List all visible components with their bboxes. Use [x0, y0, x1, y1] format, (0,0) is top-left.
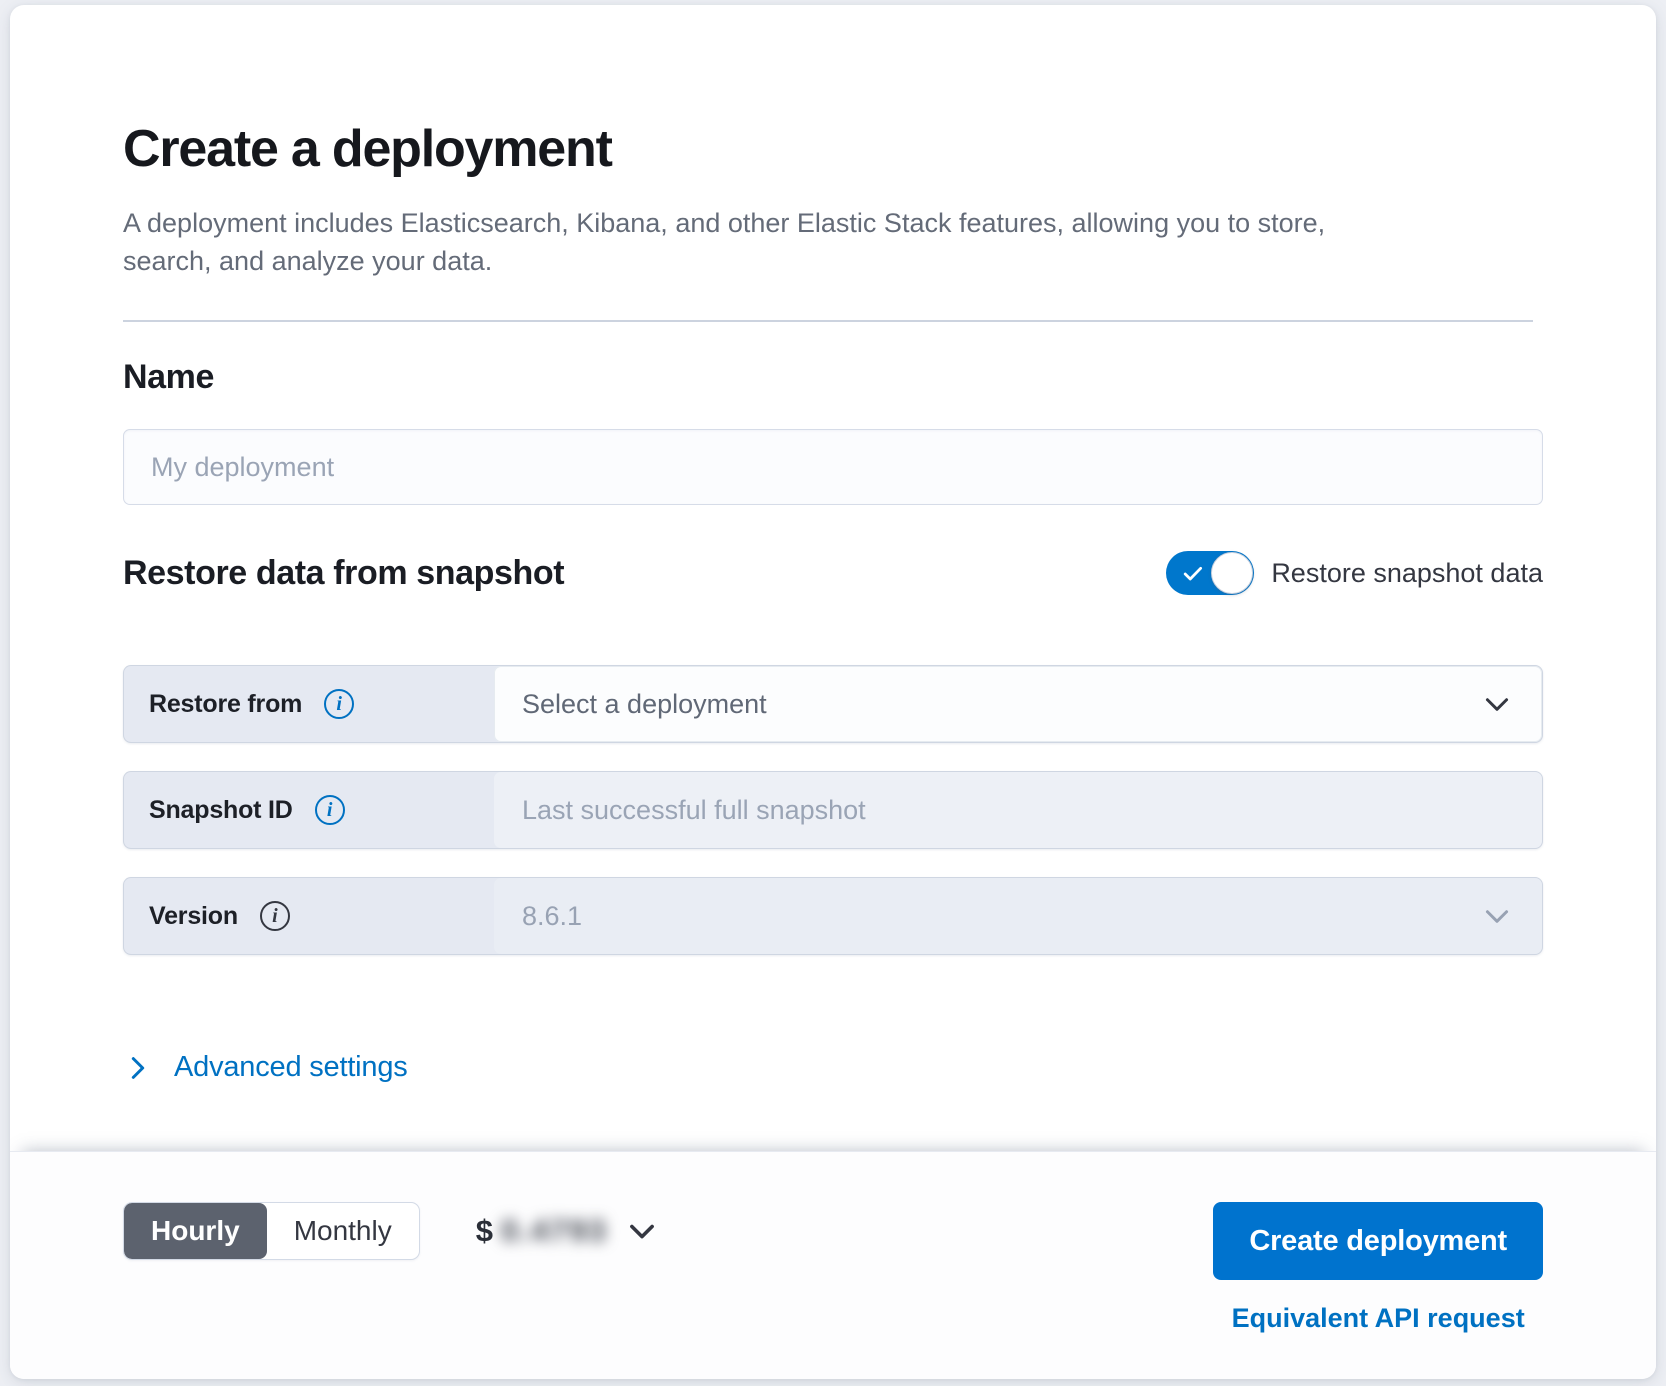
restore-snapshot-toggle[interactable] [1166, 551, 1255, 595]
price-value-blurred: 0.4793 [500, 1213, 608, 1248]
create-deployment-group: Create deployment Equivalent API request [1213, 1202, 1543, 1334]
price-display[interactable]: $ 0.4793 [476, 1213, 660, 1249]
advanced-settings-label: Advanced settings [174, 1051, 408, 1083]
restore-from-row: Restore from i Select a deployment [123, 665, 1543, 743]
chevron-down-icon [629, 1224, 654, 1239]
restore-snapshot-toggle-label: Restore snapshot data [1271, 557, 1543, 588]
version-select[interactable]: 8.6.1 [494, 878, 1542, 954]
chevron-right-icon [131, 1056, 145, 1079]
restore-section-heading: Restore data from snapshot [123, 553, 565, 592]
snapshot-id-placeholder: Last successful full snapshot [522, 794, 866, 825]
snapshot-id-row: Snapshot ID i Last successful full snaps… [123, 771, 1543, 849]
price-currency: $ [475, 1213, 493, 1248]
restore-snapshot-toggle-group: Restore snapshot data [1166, 551, 1543, 595]
version-row: Version i 8.6.1 [123, 877, 1543, 955]
chevron-down-icon [1485, 910, 1509, 923]
bottom-bar: Hourly Monthly $ 0.4793 Create deploymen… [10, 1151, 1656, 1379]
version-label-cell: Version i [124, 878, 494, 954]
toggle-knob [1211, 552, 1254, 594]
restore-from-selected-value: Select a deployment [522, 688, 767, 719]
main-content: Create a deployment A deployment include… [10, 5, 1656, 1151]
info-icon[interactable]: i [259, 901, 290, 931]
name-section-heading: Name [123, 358, 215, 396]
chevron-down-icon [1485, 698, 1509, 711]
restore-from-label: Restore from [149, 689, 303, 718]
billing-interval-toggle: Hourly Monthly [123, 1202, 420, 1260]
advanced-settings-link[interactable]: Advanced settings [123, 1051, 408, 1084]
version-selected-value: 8.6.1 [522, 900, 583, 931]
equivalent-api-request-link[interactable]: Equivalent API request [1231, 1303, 1525, 1333]
snapshot-id-input[interactable]: Last successful full snapshot [494, 772, 1542, 848]
page-subtitle: A deployment includes Elasticsearch, Kib… [123, 208, 1326, 276]
page-title: Create a deployment [123, 120, 613, 178]
restore-from-select[interactable]: Select a deployment [494, 666, 1542, 742]
create-deployment-button[interactable]: Create deployment [1213, 1202, 1543, 1280]
info-icon[interactable]: i [314, 795, 345, 825]
billing-and-price-group: Hourly Monthly $ 0.4793 [123, 1202, 660, 1260]
create-deployment-panel: Create a deployment A deployment include… [10, 5, 1656, 1379]
restore-from-label-cell: Restore from i [124, 666, 494, 742]
divider [123, 320, 1533, 322]
restore-section-header: Restore data from snapshot Restore snaps… [123, 551, 1543, 595]
snapshot-id-label: Snapshot ID [149, 795, 293, 824]
snapshot-id-label-cell: Snapshot ID i [124, 772, 494, 848]
check-icon [1184, 566, 1203, 581]
hourly-button[interactable]: Hourly [124, 1203, 267, 1259]
monthly-button[interactable]: Monthly [267, 1203, 419, 1259]
version-label: Version [149, 901, 238, 930]
restore-form-rows: Restore from i Select a deployment Snaps… [123, 665, 1543, 955]
deployment-name-input[interactable] [123, 429, 1543, 505]
info-icon[interactable]: i [324, 689, 355, 719]
